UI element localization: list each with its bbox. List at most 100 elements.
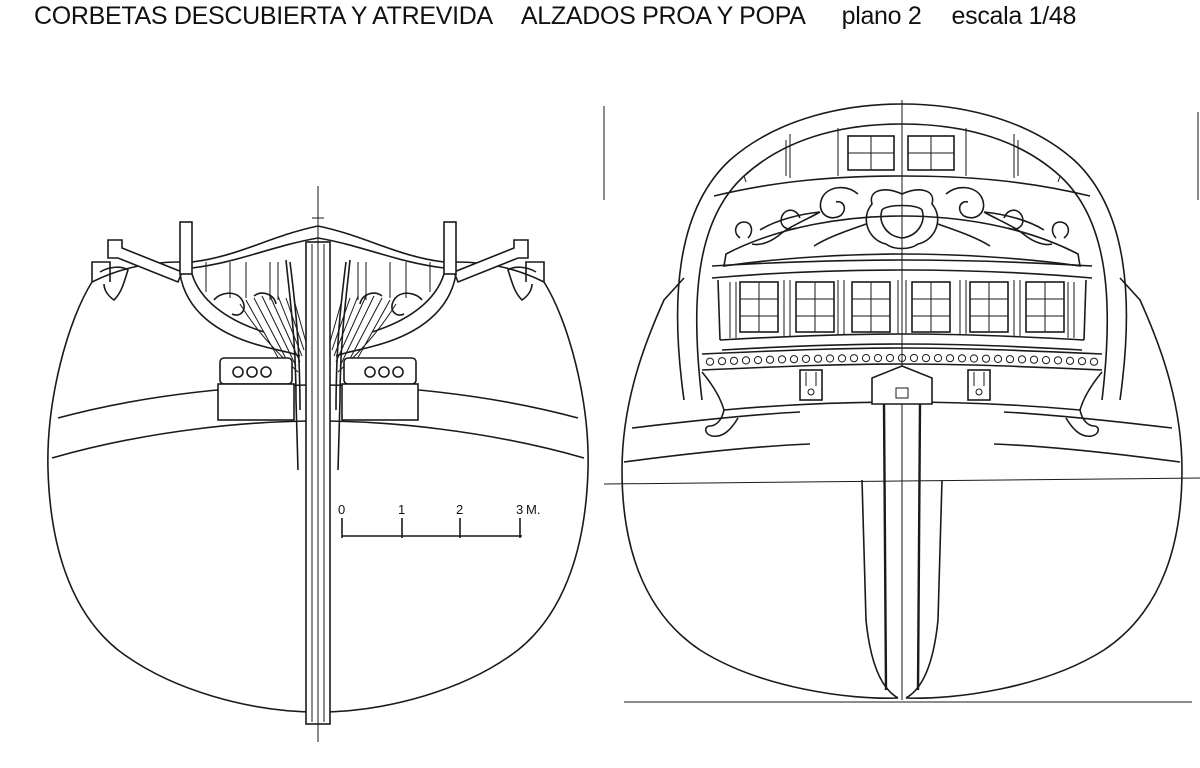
stern-frieze-rosette [1029,355,1039,364]
stern-frieze-rosette [873,354,883,363]
stern-upper-bulkhead [713,175,1091,197]
stern-tafrail-outer [676,103,1128,401]
stern-frieze-band [701,347,1103,371]
bow-timberhead-right [443,221,457,275]
bow-hawse-hole [378,366,390,378]
drawing-title: CORBETAS DESCUBIERTA Y ATREVIDA [34,2,493,30]
bow-bolster-block-right [341,383,419,421]
stern-frieze-rosette [945,354,955,363]
stern-frieze-rosette [1077,357,1087,366]
stern-frieze-rosette [729,356,739,365]
drawing-title-block: CORBETAS DESCUBIERTA Y ATREVIDA ALZADOS P… [34,2,1076,32]
stern-frieze-rosette [801,354,811,363]
stern-rudder-head [871,365,933,405]
stern-frieze-rosette [717,357,727,366]
bow-bolster-block-left [217,383,295,421]
bow-hawse-bolster-right [343,357,417,385]
stern-frieze-rosette [1053,356,1063,365]
bow-bulkhead-panels [205,262,431,300]
sheet-number: plano 2 [841,2,922,30]
stern-frieze-rosette [1089,357,1099,366]
bow-elevation [47,186,589,742]
stern-upper-window-bars [848,136,954,170]
bow-hawse-bolster-left [219,357,293,385]
bow-scroll-left [213,292,277,316]
bow-cathead-supporter-left [99,266,129,302]
stern-frieze-rosette [897,353,907,363]
stern-cornice-upper [711,259,1093,267]
stern-frieze-rosette [753,356,763,365]
bow-hawse-hole [232,366,244,378]
stern-port-ring [807,388,815,396]
bow-timberhead-left [179,221,193,275]
stern-frieze-rosette [765,355,775,364]
stern-frieze-rosettes [705,353,1099,366]
stern-frieze-rosette [789,355,799,364]
stern-scroll-right [937,186,1070,247]
stern-cartouche [865,189,939,250]
stern-wale-lower [623,443,1181,463]
bow-scroll-right [359,292,423,316]
stern-frieze-rosette [885,353,895,363]
stern-frieze-rosette [741,356,751,365]
stern-frieze-rosette [849,354,859,363]
stern-frieze-rosette [1017,355,1027,364]
stern-hull-inner [861,479,943,699]
stern-frieze-rosette [705,357,715,366]
stern-frieze-rosette [969,354,979,363]
stern-port-details [805,372,985,386]
stern-frieze-rosette [921,354,931,363]
bow-cathead-right [452,239,529,284]
bow-hawse-hole [260,366,272,378]
stern-rudder [882,403,922,691]
stern-frieze-rosette [909,353,919,363]
stern-gallery-window-bars [740,282,1064,332]
stern-scroll-left [734,186,867,247]
stern-frieze-rosette [1065,356,1075,365]
stern-wale-upper [631,411,1173,429]
bow-head-rail-right [335,273,457,357]
bow-cathead-supporter-right [507,266,537,302]
bow-hawse-hole [392,366,404,378]
stern-frieze-rosette [1005,355,1015,364]
drawing-subtitle: ALZADOS PROA Y POPA [520,2,806,30]
stern-frieze-rosette [933,354,943,363]
stern-upper-bulkhead-posts [789,128,1015,178]
stern-frieze-rosette [1041,356,1051,365]
stern-frieze-rosette [861,354,871,363]
stern-frieze-rosette [837,354,847,363]
stern-frieze-rosette [813,354,823,363]
stern-pilasters [729,280,1075,338]
scale-bar-label: 2 [456,502,463,517]
bow-hull-outline [47,261,589,713]
bow-hawse-hole [364,366,376,378]
scale-bar-unit: M. [526,502,540,517]
bow-stem-curve-left [285,259,301,471]
stern-tafrail-inner [695,123,1109,401]
stern-frieze-rosette [957,354,967,363]
bow-stem-curve-right [335,259,351,471]
stern-frieze-rosette [777,355,787,364]
stern-frieze-rosette [981,354,991,363]
stern-frieze-rosette [993,354,1003,363]
bow-bulwark-top [91,261,545,283]
bow-cathead-left [107,239,184,284]
bow-cheek-hatching-left [239,295,307,373]
stern-elevation [603,100,1200,703]
stern-frieze-rosette [825,354,835,363]
scale-bar-label: 0 [338,502,345,517]
stern-hull-outline [621,277,1183,700]
stern-rudder-pintle [895,387,909,399]
stern-port-ring [975,388,983,396]
bow-head-rail-left [179,273,301,357]
bow-hawse-hole [246,366,258,378]
stern-counter-brackets [704,409,1100,438]
scale-bar-label: 1 [398,502,405,517]
stern-cornice-lower [711,269,1093,279]
stern-gallery-frame [717,279,1087,351]
drawing-scale: escala 1/48 [951,2,1077,30]
stern-arch-stanchions [743,140,1061,183]
scale-bar-label: 3 [516,502,523,517]
scale-bar: 0 1 2 3 M. [338,502,540,538]
